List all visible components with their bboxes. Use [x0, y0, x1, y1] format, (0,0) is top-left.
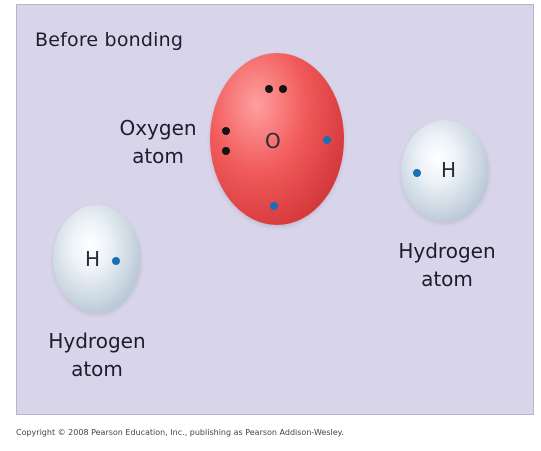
diagram-panel: Before bonding O Oxygen atom H Hydrogen … — [16, 4, 534, 415]
copyright-notice: Copyright © 2008 Pearson Education, Inc.… — [16, 428, 344, 437]
hydrogen-atom-right: H — [401, 120, 489, 222]
diagram-title: Before bonding — [35, 29, 184, 51]
oxygen-symbol: O — [265, 129, 281, 153]
hydrogen-right-label-line1: Hydrogen — [398, 239, 496, 263]
oxygen-atom-label: Oxygen atom — [113, 114, 203, 170]
oxygen-electron-dot — [265, 85, 273, 93]
hydrogen-electron-left — [112, 257, 120, 265]
hydrogen-left-label-line2: atom — [71, 357, 123, 381]
oxygen-bonding-electron — [323, 136, 331, 144]
hydrogen-electron-right — [413, 169, 421, 177]
hydrogen-symbol-right: H — [441, 158, 457, 182]
hydrogen-right-label-line2: atom — [421, 267, 473, 291]
oxygen-electron-dot — [222, 147, 230, 155]
oxygen-atom: O — [210, 53, 344, 225]
oxygen-label-line2: atom — [132, 144, 184, 168]
oxygen-electron-dot — [222, 127, 230, 135]
hydrogen-left-label-line1: Hydrogen — [48, 329, 146, 353]
hydrogen-symbol-left: H — [85, 247, 101, 271]
hydrogen-atom-label-right: Hydrogen atom — [387, 237, 507, 293]
hydrogen-atom-label-left: Hydrogen atom — [37, 327, 157, 383]
oxygen-electron-dot — [279, 85, 287, 93]
oxygen-bonding-electron — [270, 202, 278, 210]
oxygen-label-line1: Oxygen — [119, 116, 197, 140]
hydrogen-atom-left: H — [53, 205, 141, 313]
